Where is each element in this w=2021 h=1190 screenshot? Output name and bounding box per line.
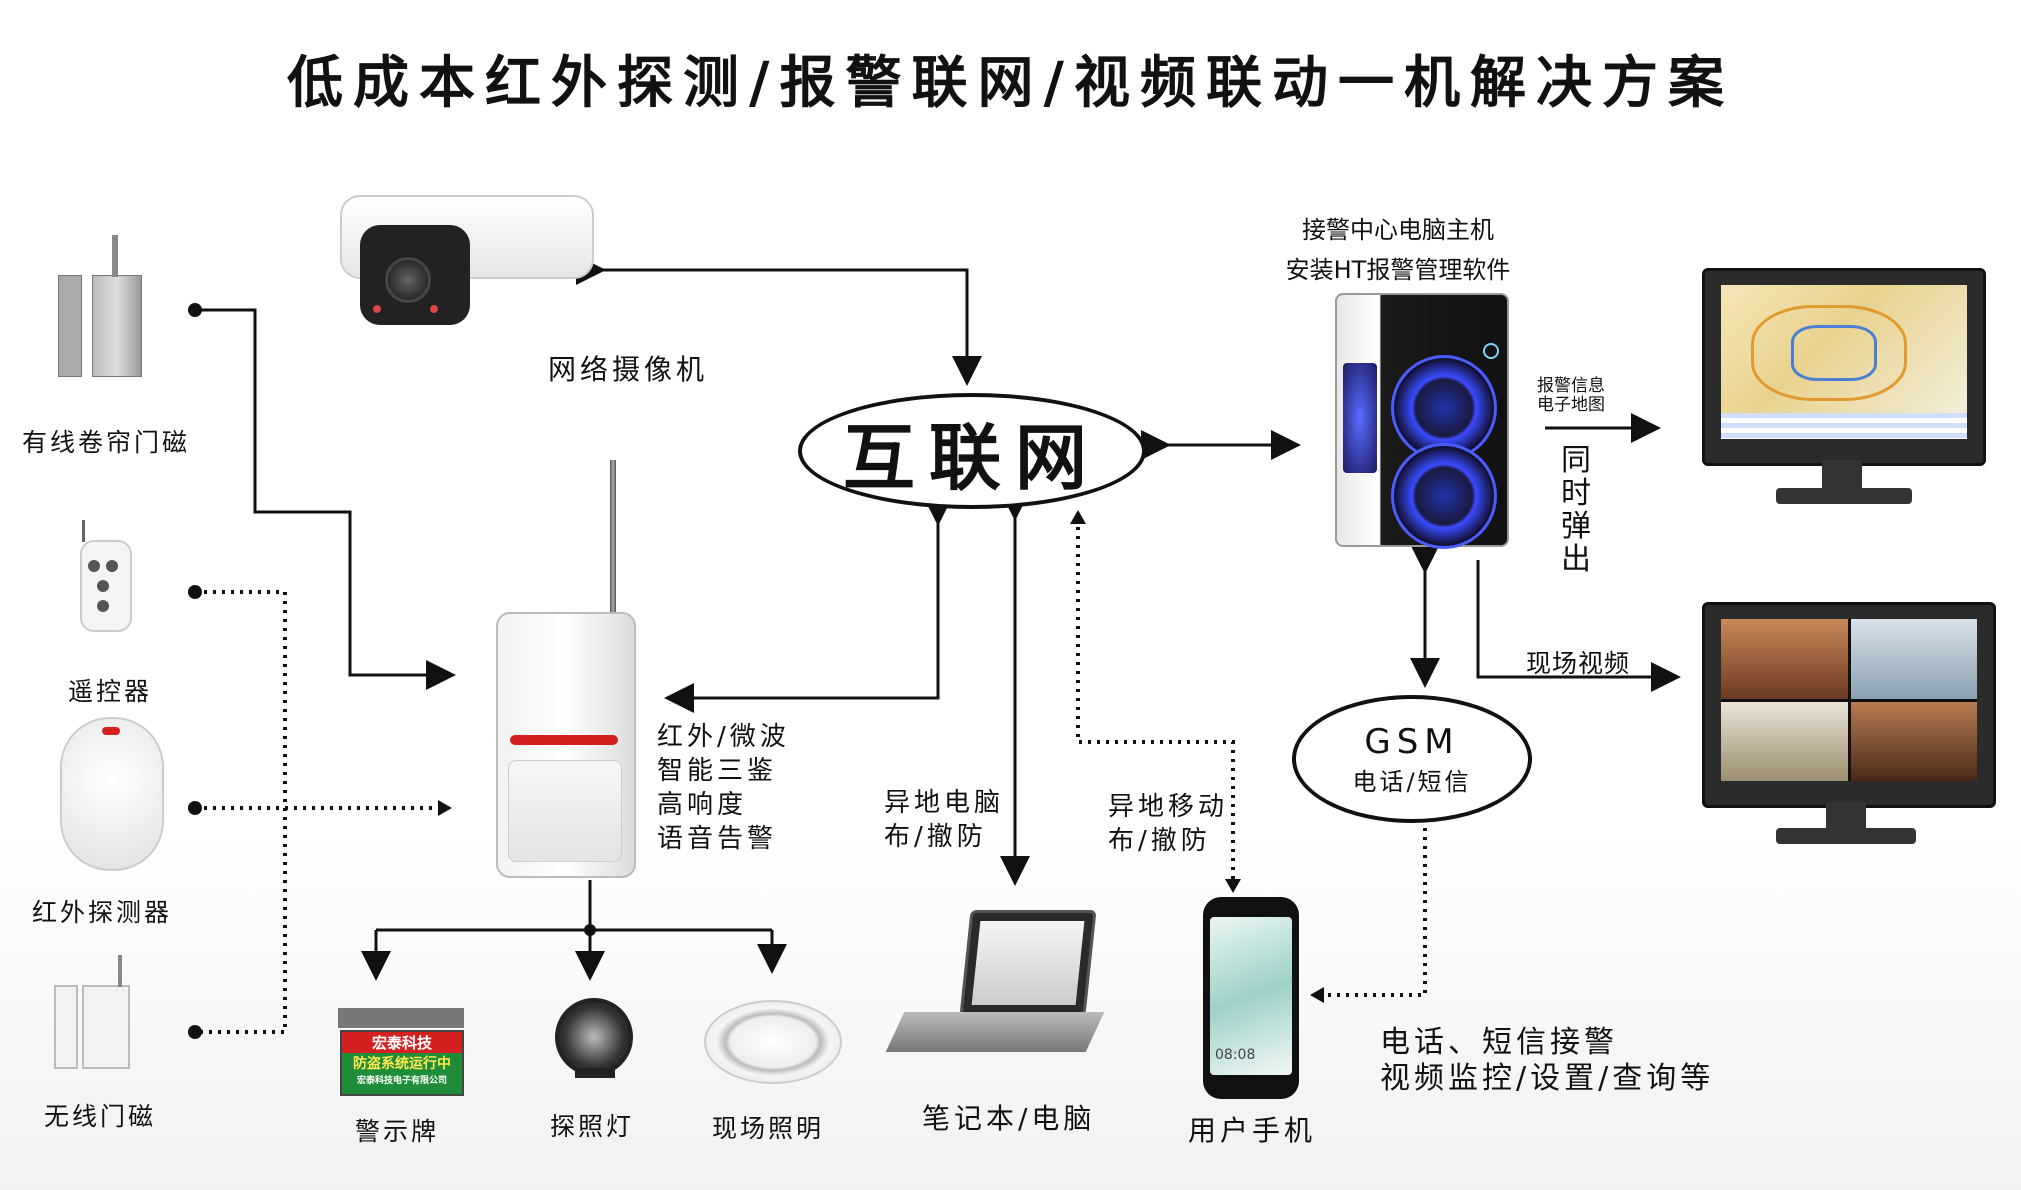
remote-pc-line-1: 异地电脑 — [884, 788, 1005, 818]
remote-control — [70, 520, 132, 640]
camera-label: 网络摄像机 — [548, 353, 709, 386]
laptop-label: 笔记本/电脑 — [922, 1102, 1096, 1135]
center-pc-label: 接警中心电脑主机 安装HT报警管理软件 — [1278, 210, 1518, 290]
popup-label: 同时弹出 — [1561, 443, 1591, 577]
pir-feature-1: 红外/微波 — [657, 722, 790, 752]
user-phone: 08:08 — [1203, 897, 1299, 1099]
sign-brand: 宏泰科技 — [342, 1032, 462, 1053]
infrared-detector-label: 红外探测器 — [32, 898, 173, 927]
wire-remote-control — [195, 590, 287, 1034]
warning-sign: 宏泰科技 防盗系统运行中 宏泰科技电子有限公司 — [338, 1008, 464, 1096]
searchlight — [545, 988, 645, 1088]
alarm-map-line-2: 电子地图 — [1537, 395, 1605, 415]
pir-feature-2: 智能三鉴 — [657, 756, 778, 786]
infrared-detector — [52, 712, 172, 872]
remote-mobile-note: 异地移动 布/撤防 — [1108, 790, 1248, 858]
phone-feature-1: 电话、短信接警 — [1380, 1025, 1618, 1060]
user-phone-label: 用户手机 — [1188, 1114, 1317, 1147]
wire-pc-video — [1476, 560, 1681, 692]
internet-label: 互联网 — [842, 415, 1101, 500]
live-video-label: 现场视频 — [1526, 649, 1631, 678]
pir-features: 红外/微波 智能三鉴 高响度 语音告警 — [657, 720, 857, 856]
page-title: 低成本红外探测/报警联网/视频联动一机解决方案 — [287, 51, 1734, 116]
phone-feature-2: 视频监控/设置/查询等 — [1380, 1061, 1715, 1096]
sign-footer: 宏泰科技电子有限公司 — [356, 1076, 447, 1086]
gsm-node: GSM 电话/短信 — [1292, 695, 1532, 823]
internet-node: 互联网 — [798, 393, 1146, 509]
video-monitor — [1702, 602, 1996, 808]
phone-features: 电话、短信接警 视频监控/设置/查询等 — [1380, 1025, 1714, 1097]
remote-pc-line-2: 布/撤防 — [884, 822, 987, 852]
map-monitor-stand — [1822, 460, 1862, 488]
wired-door-magnet — [50, 235, 150, 385]
remote-mobile-line-1: 异地移动 — [1108, 792, 1229, 822]
remote-pc-note: 异地电脑 布/撤防 — [884, 786, 1024, 854]
searchlight-label: 探照灯 — [550, 1112, 635, 1141]
gsm-sub-label: 电话/短信 — [1352, 767, 1472, 796]
site-lighting-label: 现场照明 — [712, 1114, 825, 1143]
sign-line: 防盗系统运行中 — [353, 1056, 451, 1072]
center-pc — [1335, 293, 1510, 551]
site-light — [700, 990, 845, 1090]
pir-feature-4: 语音告警 — [657, 824, 778, 854]
gsm-label: GSM — [1364, 721, 1460, 762]
wireless-door-magnet-label: 无线门磁 — [44, 1102, 157, 1131]
wireless-door-magnet — [50, 955, 140, 1075]
wire-internet-pir — [664, 496, 953, 713]
center-pc-line-1: 接警中心电脑主机 — [1302, 216, 1494, 244]
remote-mobile-line-2: 布/撤防 — [1108, 826, 1211, 856]
pir-feature-3: 高响度 — [657, 790, 748, 820]
laptop — [885, 910, 1105, 1070]
warning-sign-label: 警示牌 — [355, 1117, 440, 1146]
wire-internet-phone — [1076, 518, 1235, 890]
alarm-map-label: 报警信息 电子地图 — [1537, 377, 1605, 415]
pir-alarm-host — [490, 460, 640, 880]
wire-camera-internet — [576, 255, 982, 386]
video-monitor-stand — [1826, 802, 1866, 828]
phone-clock: 08:08 — [1215, 1047, 1256, 1063]
alarm-map-line-1: 报警信息 — [1537, 376, 1605, 396]
map-monitor — [1702, 268, 1986, 466]
wired-door-magnet-label: 有线卷帘门磁 — [22, 428, 191, 457]
network-camera — [330, 185, 600, 335]
center-pc-line-2: 安装HT报警管理软件 — [1285, 256, 1511, 284]
wire-gsm-phone — [1320, 828, 1427, 997]
remote-control-label: 遥控器 — [68, 677, 153, 706]
wire-pir-outputs — [374, 880, 774, 975]
wire-door-magnet — [195, 308, 456, 690]
